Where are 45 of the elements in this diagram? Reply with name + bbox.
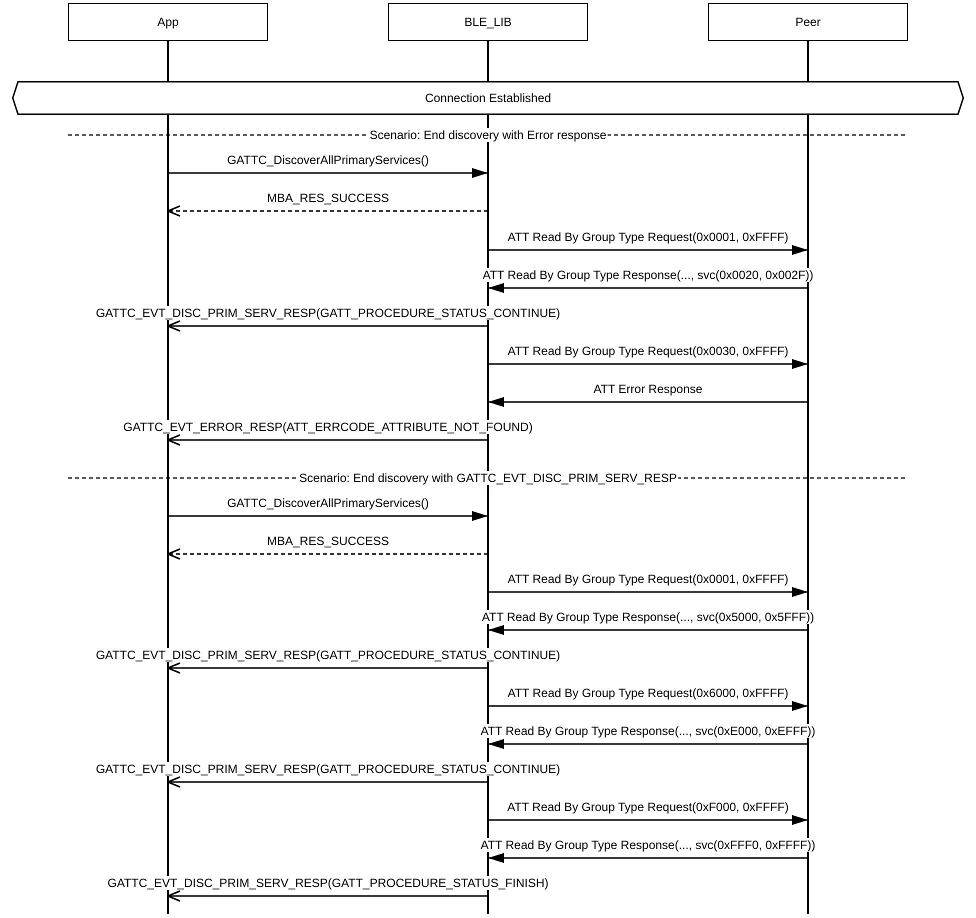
edge-label: ATT Read By Group Type Request(0x0001, 0xFFFF)	[506, 572, 790, 586]
edge-label: GATTC_DiscoverAllPrimaryServices()	[226, 496, 430, 510]
message-arrow	[168, 168, 488, 178]
band-label: Connection Established	[424, 91, 552, 105]
edge-label: ATT Read By Group Type Response(..., svc(0x0020, 0x002F))	[482, 268, 814, 282]
message-arrow	[167, 548, 488, 560]
message-arrow	[488, 853, 808, 863]
edge-label: ATT Read By Group Type Request(0x0001, 0xFFFF)	[506, 230, 790, 244]
edge-label: MBA_RES_SUCCESS	[266, 191, 390, 205]
edge-label: ATT Read By Group Type Request(0x6000, 0xFFFF)	[506, 686, 790, 700]
state-band	[12, 81, 964, 115]
edge-label: GATTC_EVT_DISC_PRIM_SERV_RESP(GATT_PROCEDURE_STATUS_CONTINUE)	[94, 306, 562, 320]
message-arrow	[488, 359, 808, 369]
message-arrow	[488, 815, 808, 825]
edge-label: GATTC_EVT_DISC_PRIM_SERV_RESP(GATT_PROCEDURE_STATUS_CONTINUE)	[94, 762, 562, 776]
edge-label: ATT Read By Group Type Response(..., svc(0x5000, 0x5FFF))	[480, 610, 816, 624]
message-arrow	[488, 245, 808, 255]
message-arrow	[488, 397, 808, 407]
edge-label: GATTC_EVT_ERROR_RESP(ATT_ERRCODE_ATTRIBUTE_NOT_FOUND)	[122, 420, 534, 434]
message-arrow	[488, 587, 808, 597]
edge-label: ATT Read By Group Type Request(0x0030, 0xFFFF)	[506, 344, 790, 358]
participant-name: App	[157, 15, 179, 29]
message-arrow	[488, 739, 808, 749]
scenario-label: Scenario: End discovery with Error response	[368, 128, 608, 142]
participant-name: Peer	[795, 15, 821, 29]
edge-label: ATT Read By Group Type Response(..., svc(0xE000, 0xEFFF))	[480, 724, 816, 738]
message-arrow	[167, 776, 488, 788]
message-arrow	[167, 205, 488, 217]
edge-label: ATT Read By Group Type Request(0xF000, 0xFFFF)	[506, 800, 790, 814]
edge-label: GATTC_EVT_DISC_PRIM_SERV_RESP(GATT_PROCEDURE_STATUS_FINISH)	[106, 876, 550, 890]
message-arrow	[168, 511, 488, 521]
edge-label: ATT Read By Group Type Response(..., svc(0xFFF0, 0xFFFF))	[480, 838, 816, 852]
participant-name: BLE_LIB	[464, 15, 512, 29]
message-arrow	[167, 320, 488, 332]
message-arrow	[167, 890, 488, 902]
edge-label: ATT Error Response	[592, 382, 704, 396]
message-arrow	[488, 283, 808, 293]
message-arrow	[488, 625, 808, 635]
edge-label: GATTC_EVT_DISC_PRIM_SERV_RESP(GATT_PROCEDURE_STATUS_CONTINUE)	[94, 648, 562, 662]
message-arrow	[488, 701, 808, 711]
scenario-label: Scenario: End discovery with GATTC_EVT_DISC_PRIM_SERV_RESP	[298, 471, 678, 485]
edge-label: GATTC_DiscoverAllPrimaryServices()	[226, 153, 430, 167]
message-arrow	[167, 434, 488, 446]
message-arrow	[167, 662, 488, 674]
edge-label: MBA_RES_SUCCESS	[266, 534, 390, 548]
